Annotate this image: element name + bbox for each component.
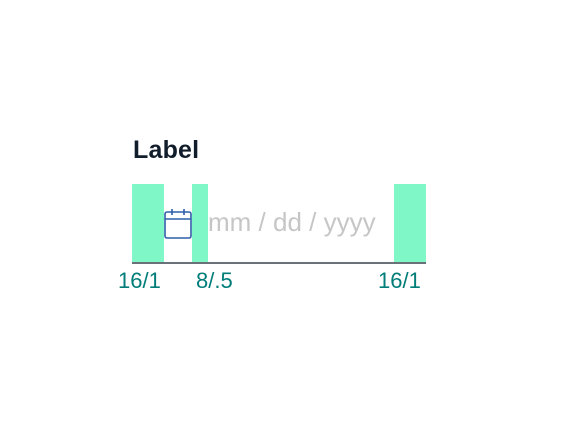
calendar-icon[interactable] <box>163 208 193 240</box>
input-bottom-border <box>132 262 426 264</box>
field-label: Label <box>133 136 200 164</box>
date-input[interactable] <box>208 200 394 244</box>
spacing-block-middle <box>192 184 208 263</box>
spacing-block-right <box>394 184 426 263</box>
spacing-annotation-right: 16/1 <box>378 268 421 293</box>
spacing-annotation-left: 16/1 <box>118 268 161 293</box>
spacing-annotation-middle: 8/.5 <box>196 268 233 293</box>
spacing-block-left <box>132 184 164 263</box>
